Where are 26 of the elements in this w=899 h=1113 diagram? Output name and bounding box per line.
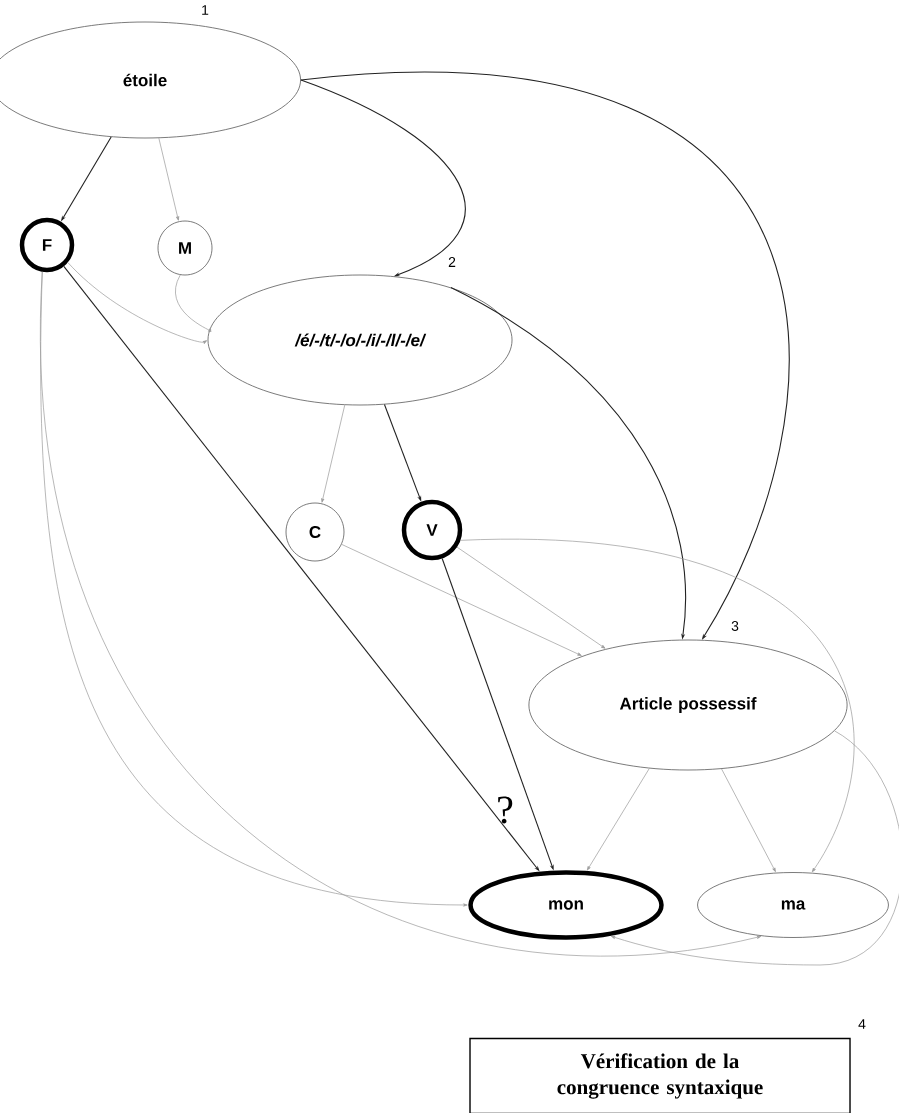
ellipse-node: /é/-/t/-/o/-/i/-/l/-/e/ [207,274,513,406]
circle-node: V [401,499,463,561]
arrow [158,137,180,221]
arrow [321,404,346,503]
circle-node: F [19,217,75,273]
circle-node: M [157,220,213,276]
arrow [610,730,899,966]
arrow [67,262,207,345]
question-mark: ? [498,796,513,824]
arrow [586,768,650,871]
arrow [341,544,582,656]
arrow [300,79,466,277]
arrow [41,271,762,956]
ellipse-node: Article possessif [528,639,848,771]
arrow [721,768,776,872]
step-number: 2 [445,254,459,270]
step-number: 4 [855,1016,869,1032]
arrow [456,546,606,649]
text-box: Vérification de la congruence syntaxique [469,1037,851,1113]
step-number: 3 [728,618,742,634]
circle-node: C [285,502,345,562]
arrow [175,274,212,333]
step-number: 1 [198,2,212,18]
ellipse-node: ma [697,872,889,938]
arrow [460,540,855,873]
ellipse-node: mon [468,870,664,940]
